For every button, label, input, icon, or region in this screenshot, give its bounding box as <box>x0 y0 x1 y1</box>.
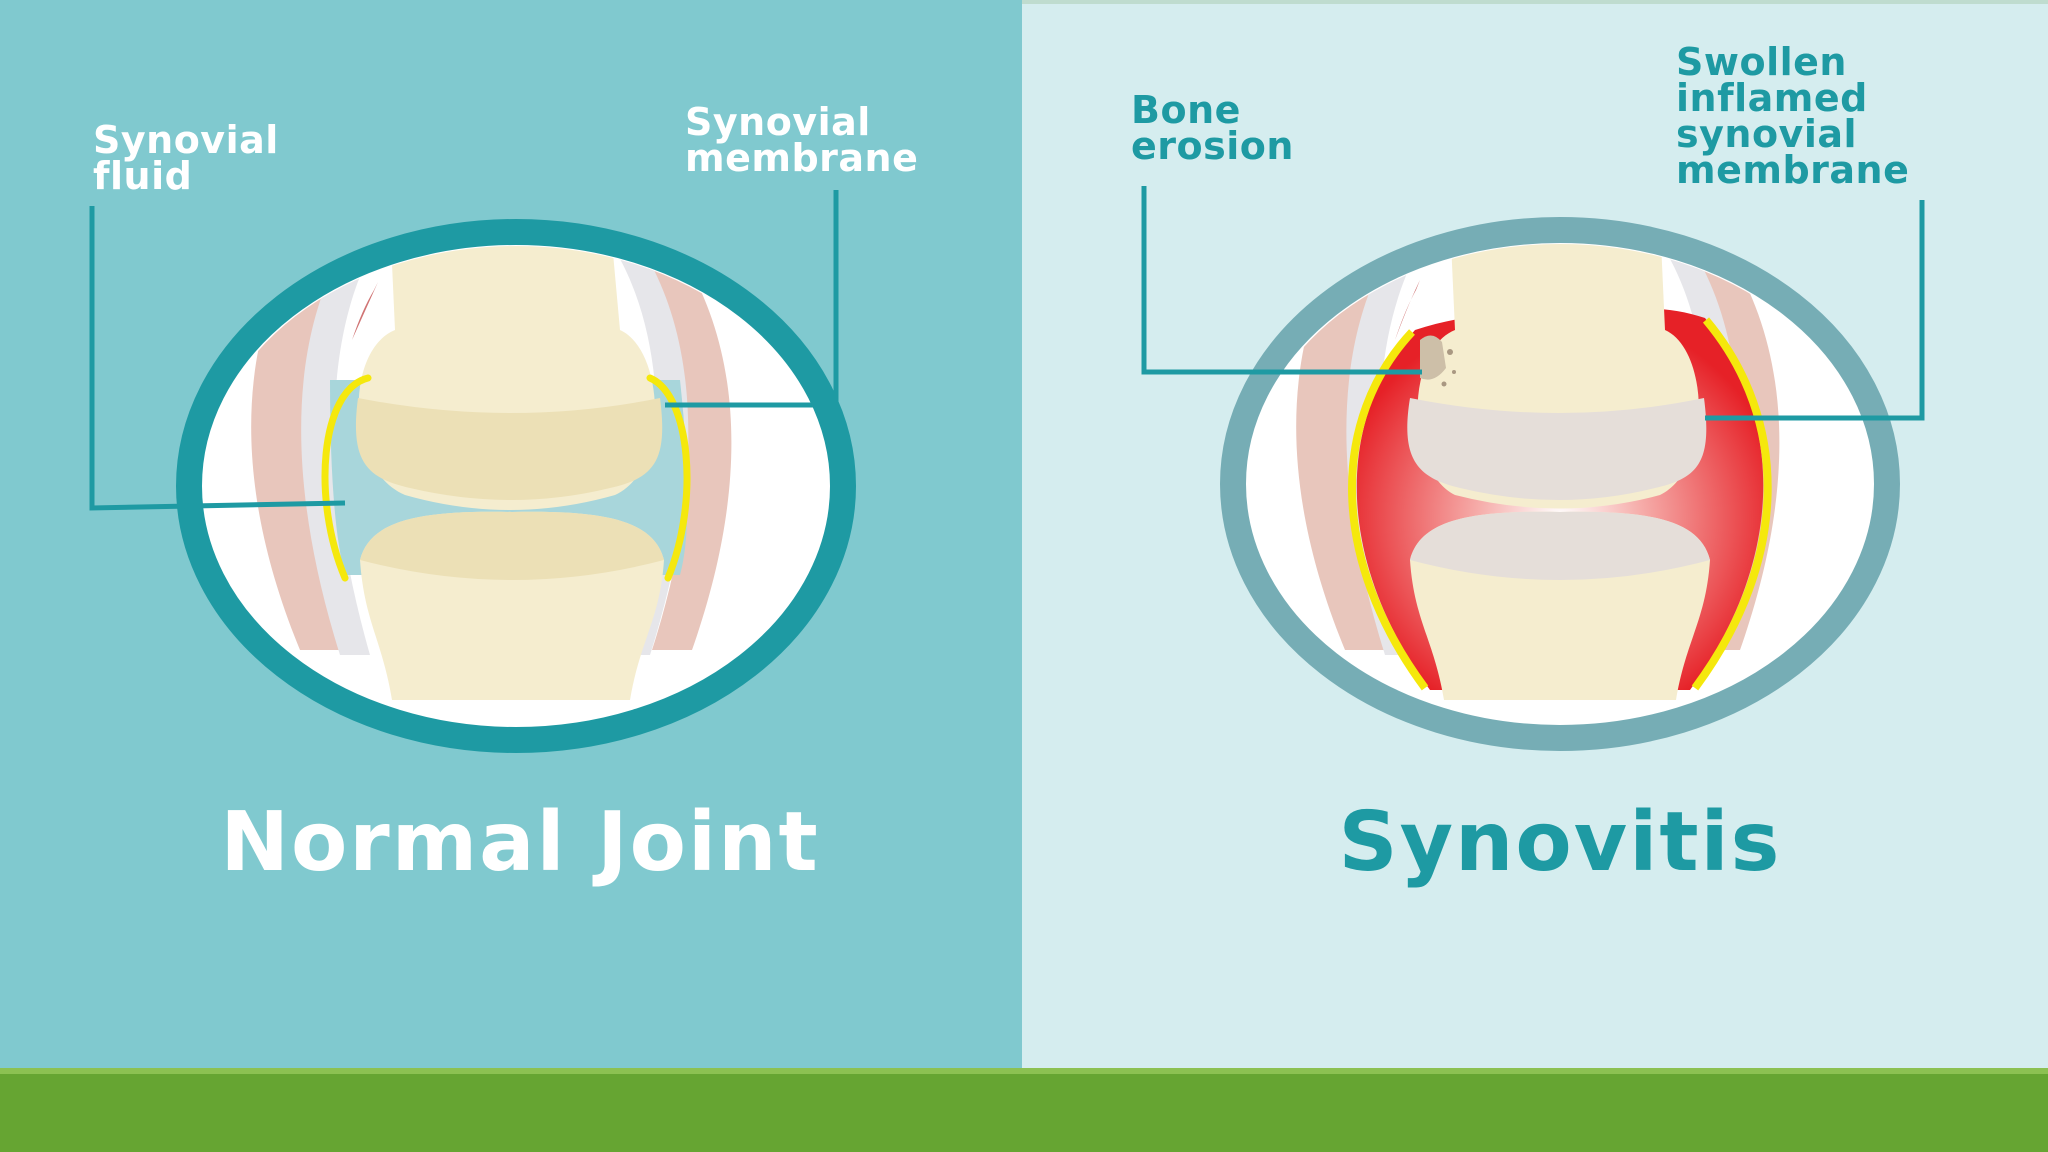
leader-line-bone-erosion <box>1141 186 1422 375</box>
swollen-membrane-label: Swollen inflamed synovial membrane <box>1676 40 1910 192</box>
soft-tissue-right <box>637 246 732 650</box>
leader-line-synovial-membrane <box>665 190 839 408</box>
footer-highlight <box>0 1068 2048 1074</box>
tibia-cartilage <box>360 511 664 580</box>
erosion-particle <box>1441 381 1447 387</box>
inflamed-membrane-right <box>1691 317 1772 691</box>
tibia-cartilage <box>1410 511 1710 580</box>
synovial-membrane-label: Synovial membrane <box>685 100 919 180</box>
synovitis-joint <box>1141 186 1925 751</box>
leader-line-synovial-fluid <box>89 206 346 511</box>
soft-tissue-left <box>1296 244 1390 650</box>
synovial-fluid-label: Synovial fluid <box>93 118 279 198</box>
femur-cartilage <box>355 398 663 500</box>
leader-line-swollen-membrane <box>1705 200 1925 421</box>
capsule-left <box>1346 245 1418 655</box>
femur-cartilage <box>1407 398 1707 500</box>
bone-erosion-label: Bone erosion <box>1131 88 1294 168</box>
erosion-particle <box>1447 349 1453 355</box>
capsule-left <box>301 246 372 655</box>
normal-joint <box>89 190 856 753</box>
synovial-membrane-right <box>646 374 691 582</box>
blood-vessel <box>1395 280 1420 340</box>
erosion-particle <box>1452 370 1456 374</box>
synovitis-title: Synovitis <box>1338 795 1782 890</box>
soft-tissue-left <box>251 246 345 650</box>
blood-vessel <box>352 282 378 340</box>
bone-erosion-area <box>1420 335 1446 380</box>
normal-joint-title: Normal Joint <box>220 795 820 890</box>
footer-bar <box>0 1068 2048 1152</box>
panel-top-edge <box>1022 0 2048 4</box>
synovial-membrane-left <box>321 374 372 582</box>
